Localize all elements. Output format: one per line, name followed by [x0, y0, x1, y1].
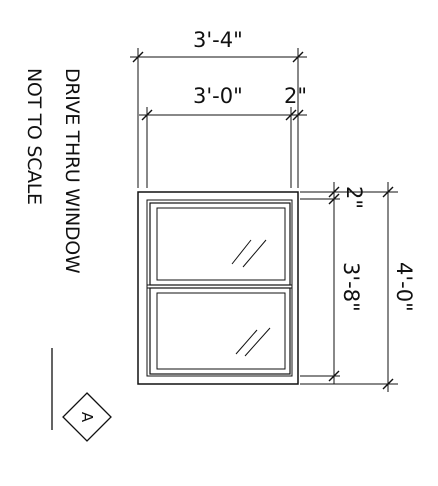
lower-sash-outer [149, 287, 291, 375]
window-outer-frame [137, 191, 299, 385]
detail-tag-diamond [62, 392, 112, 442]
upper-sash-outer [149, 202, 291, 286]
overall-height-label: 4'-0" [392, 262, 416, 312]
overall-width-label: 3'-4" [193, 28, 243, 52]
lower-glass-reflection [235, 327, 271, 357]
right-dimensions [300, 182, 398, 392]
lower-sash-glass [156, 292, 286, 370]
scale-note: NOT TO SCALE [23, 68, 45, 205]
drawing-title: DRIVE THRU WINDOW [61, 68, 83, 274]
top-dimensions [130, 48, 307, 188]
window-elevation [137, 191, 299, 385]
inner-height-label: 3'-8" [339, 262, 363, 312]
detail-tag: A [62, 392, 112, 442]
top-frame-label: 2" [342, 186, 366, 209]
upper-sash-glass [156, 207, 286, 281]
detail-tag-letter: A [78, 412, 96, 423]
frame-width-label: 2" [284, 84, 307, 108]
upper-glass-reflection [231, 239, 267, 268]
inner-width-label: 3'-0" [193, 84, 243, 108]
